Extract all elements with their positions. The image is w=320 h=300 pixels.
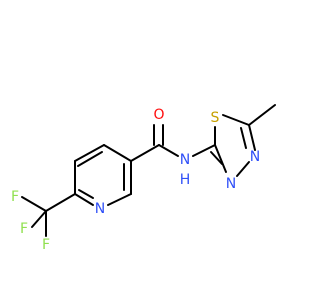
bond xyxy=(192,144,216,157)
bond xyxy=(45,193,76,212)
bond xyxy=(77,151,103,167)
bond xyxy=(74,144,105,162)
pyridine-nitrogen-atom: N xyxy=(95,201,105,217)
bond xyxy=(158,144,179,157)
sulfur-atom: S xyxy=(211,110,220,126)
bond xyxy=(78,189,94,199)
thiadiazole-nitrogen-atom: N xyxy=(250,149,260,165)
amide-nitrogen-atom: N xyxy=(180,152,190,168)
bond xyxy=(31,210,47,228)
bond xyxy=(103,144,132,162)
amide-hydrogen-atom: H xyxy=(180,172,191,188)
bond xyxy=(21,196,47,212)
bond xyxy=(248,124,256,151)
bond xyxy=(130,144,160,162)
bond xyxy=(107,193,132,206)
bond xyxy=(240,127,247,149)
bonds xyxy=(21,104,276,237)
fluorine-atom: F xyxy=(42,237,50,253)
thiadiazole-nitrogen-atom: N xyxy=(226,176,236,192)
molecule-structure: O N N H S N N F F F xyxy=(11,104,276,253)
atom-labels: O N N H S N N F F F xyxy=(11,107,260,253)
bond xyxy=(210,151,223,165)
oxygen-atom: O xyxy=(153,107,164,123)
bond xyxy=(214,144,227,173)
bond xyxy=(74,193,94,206)
bond xyxy=(236,161,250,177)
fluorine-atom: F xyxy=(11,189,19,205)
fluorine-atom: F xyxy=(20,221,28,237)
bond xyxy=(248,104,276,126)
bond xyxy=(222,114,250,126)
